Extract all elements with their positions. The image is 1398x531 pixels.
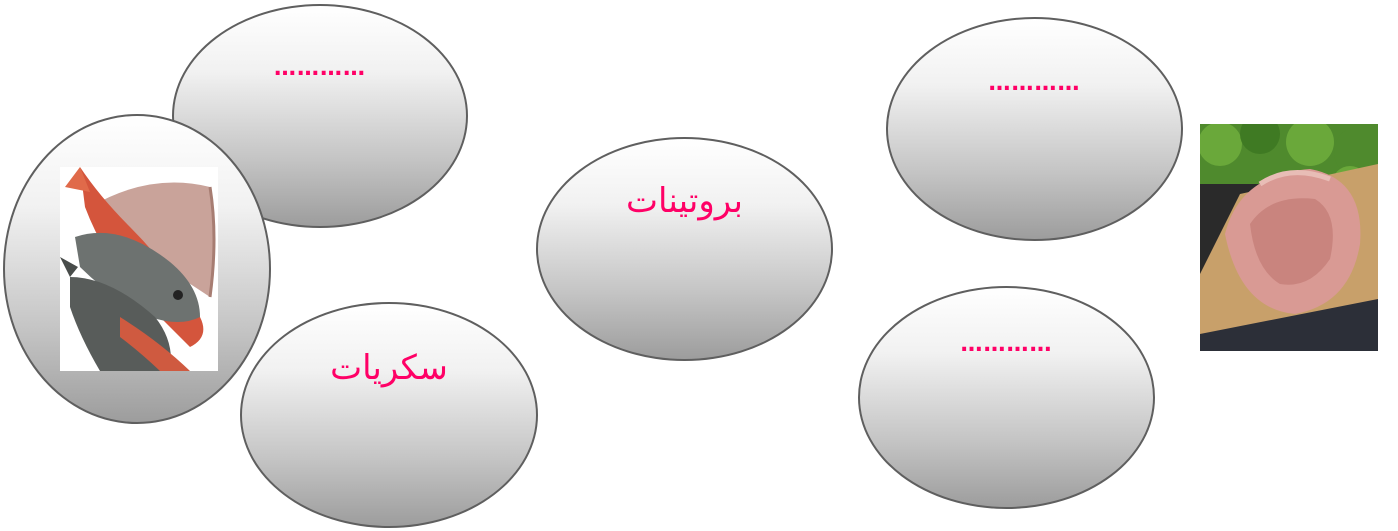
blank-label-top-left: ………… <box>174 56 466 81</box>
oval-bottom-right: ………… <box>858 286 1155 509</box>
oval-center: بروتينات <box>536 137 833 361</box>
center-label: بروتينات <box>538 181 831 221</box>
meat-image <box>1200 124 1378 351</box>
fish-image <box>60 167 218 371</box>
bottom-left-label: سكريات <box>242 348 536 388</box>
blank-label-top-right: ………… <box>888 71 1181 96</box>
oval-top-right: ………… <box>886 17 1183 241</box>
blank-label-bottom-right: ………… <box>860 332 1153 357</box>
oval-bottom-left: سكريات <box>240 302 538 528</box>
